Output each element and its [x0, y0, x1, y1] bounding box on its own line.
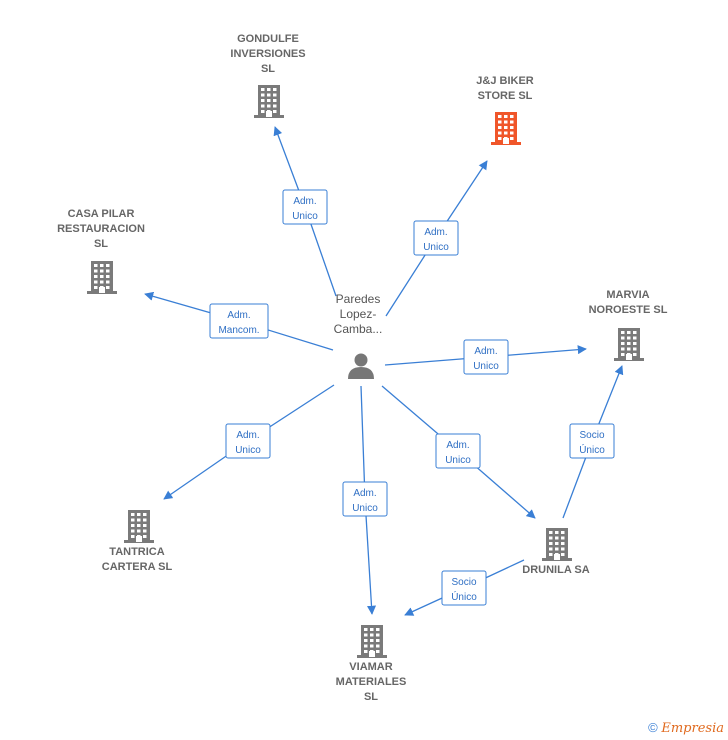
edge-label-box[interactable]: [209, 303, 269, 339]
node-label: Camba...: [334, 322, 383, 336]
node-label: NOROESTE SL: [589, 304, 668, 316]
node-label: CASA PILAR: [68, 208, 135, 220]
node-label: DRUNILA SA: [522, 564, 589, 576]
edge-label-text: Unico: [423, 242, 449, 253]
building-icon: [124, 510, 154, 543]
edge-center-viamar: Adm. Unico: [342, 385, 388, 615]
building-icon: [614, 328, 644, 361]
person-icon: [348, 353, 374, 379]
edge-label-text: Adm.: [474, 346, 497, 357]
node-label: SL: [261, 63, 275, 75]
edge-center-drunila: Adm. Unico: [381, 385, 536, 519]
node-label: CARTERA SL: [102, 561, 173, 573]
node-marvia[interactable]: MARVIA NOROESTE SL: [589, 289, 668, 361]
edge-label-box[interactable]: [225, 423, 271, 459]
edge-label-text: Socio: [579, 430, 604, 441]
node-label: Paredes: [336, 292, 381, 306]
edge-label-text: Mancom.: [218, 325, 259, 336]
edge-label-text: Adm.: [353, 488, 376, 499]
edge-center-jj: Adm. Unico: [385, 160, 488, 317]
node-viamar[interactable]: VIAMAR MATERIALES SL: [336, 625, 407, 703]
edge-label-box[interactable]: [342, 481, 388, 517]
edge-label-box[interactable]: [569, 423, 615, 459]
building-icon: [87, 261, 117, 294]
edge-center-marvia: Adm. Unico: [384, 339, 587, 375]
edge-label-text: Unico: [292, 211, 318, 222]
edge-label-text: Único: [451, 590, 477, 603]
node-label: J&J BIKER: [476, 75, 534, 87]
node-tantrica[interactable]: TANTRICA CARTERA SL: [102, 510, 173, 573]
node-label: MARVIA: [606, 289, 649, 301]
edge-label-text: Socio: [451, 577, 476, 588]
edge-label-text: Adm.: [446, 440, 469, 451]
edge-label-text: Unico: [473, 361, 499, 372]
node-label: TANTRICA: [109, 546, 164, 558]
footer-brand: © Empresia: [648, 720, 724, 736]
building-icon: [254, 85, 284, 118]
edge-label-text: Adm.: [293, 196, 316, 207]
edge-label-box[interactable]: [282, 189, 328, 225]
edge-label-box[interactable]: [441, 570, 487, 606]
edge-label-text: Adm.: [227, 310, 250, 321]
building-icon: [357, 625, 387, 658]
node-label: STORE SL: [478, 90, 533, 102]
edge-center-gondulfe: Adm. Unico: [273, 126, 337, 297]
node-label: GONDULFE: [237, 33, 299, 45]
edge-label-box[interactable]: [413, 220, 459, 256]
copyright-symbol: ©: [648, 720, 658, 735]
node-gondulfe[interactable]: GONDULFE INVERSIONES SL: [230, 33, 306, 118]
edge-label-text: Unico: [352, 503, 378, 514]
node-label: SL: [94, 238, 108, 250]
node-label: SL: [364, 691, 378, 703]
node-person-center[interactable]: ParedesLopez-Camba...: [334, 292, 383, 379]
node-label: RESTAURACION: [57, 223, 145, 235]
building-icon: [491, 112, 521, 145]
edge-label-text: Unico: [235, 445, 261, 456]
edge-label-text: Unico: [445, 455, 471, 466]
edge-label-box[interactable]: [463, 339, 509, 375]
edge-label-box[interactable]: [435, 433, 481, 469]
edge-label-text: Adm.: [236, 430, 259, 441]
edge-center-tantrica: Adm. Unico: [163, 384, 335, 500]
brand-logo: Empresia: [661, 721, 724, 736]
edge-center-casapilar: Adm. Mancom.: [144, 291, 334, 351]
node-label: MATERIALES: [336, 676, 407, 688]
node-label: Lopez-: [340, 307, 377, 321]
node-casapilar[interactable]: CASA PILAR RESTAURACION SL: [57, 208, 145, 294]
edge-label-text: Único: [579, 443, 605, 456]
node-drunila[interactable]: DRUNILA SA: [522, 528, 590, 576]
edge-label-text: Adm.: [424, 227, 447, 238]
node-jj[interactable]: J&J BIKER STORE SL: [476, 75, 534, 145]
node-label: VIAMAR: [349, 661, 392, 673]
node-label: INVERSIONES: [230, 48, 305, 60]
building-icon: [542, 528, 572, 561]
